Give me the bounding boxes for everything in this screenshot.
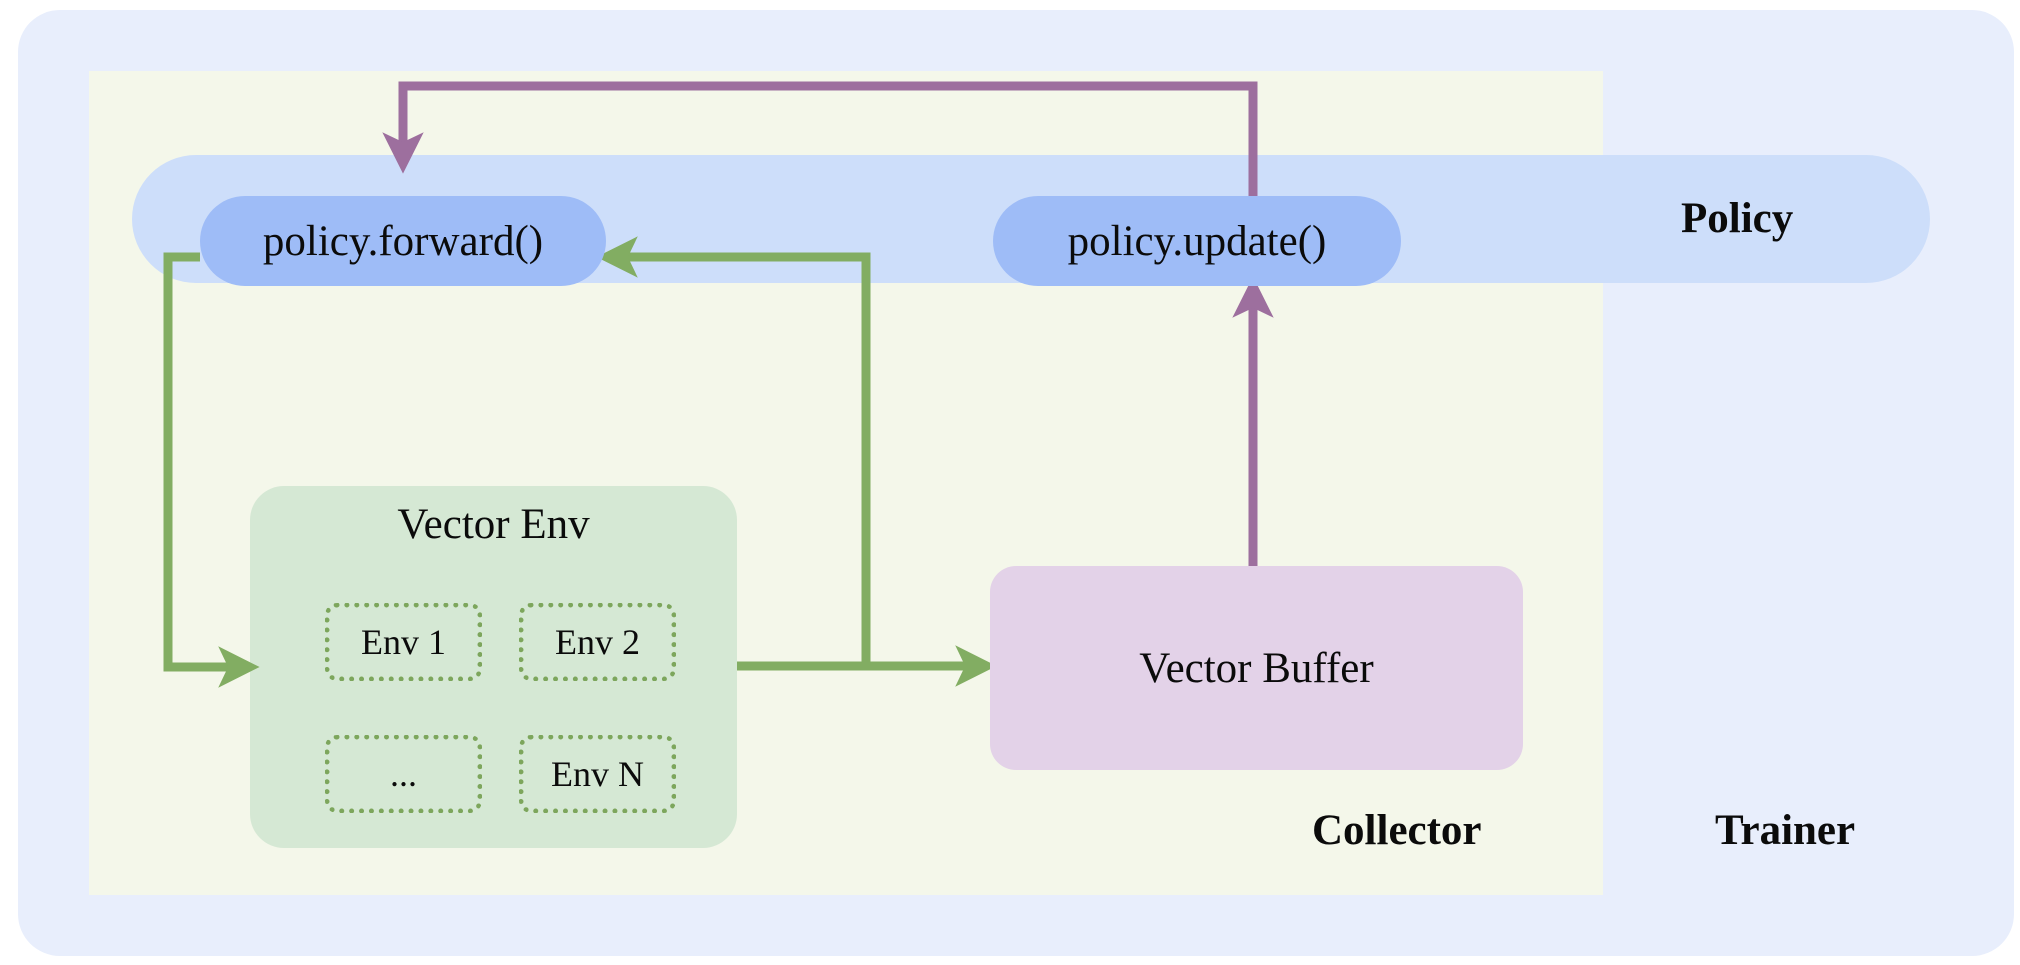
env-box-ellipsis-label: ... xyxy=(390,754,417,794)
env-box-n[interactable]: Env N xyxy=(519,735,676,813)
env-box-2[interactable]: Env 2 xyxy=(519,603,676,681)
env-box-ellipsis[interactable]: ... xyxy=(325,735,482,813)
env-box-1-label: Env 1 xyxy=(361,622,446,662)
collector-panel-title: Collector xyxy=(1312,807,1482,854)
node-policy-update-label: policy.update() xyxy=(1067,217,1327,265)
trainer-panel-title: Trainer xyxy=(1715,807,1856,854)
env-box-1[interactable]: Env 1 xyxy=(325,603,482,681)
node-policy-forward[interactable]: policy.forward() xyxy=(200,196,606,286)
node-vector-buffer[interactable]: Vector Buffer xyxy=(990,566,1523,770)
node-policy-forward-label: policy.forward() xyxy=(262,217,544,265)
env-box-n-label: Env N xyxy=(551,754,644,794)
env-box-2-label: Env 2 xyxy=(555,622,640,662)
node-policy-update[interactable]: policy.update() xyxy=(993,196,1401,286)
policy-panel-title: Policy xyxy=(1681,195,1794,242)
vector-env-title: Vector Env xyxy=(397,501,590,548)
node-vector-buffer-label: Vector Buffer xyxy=(1139,644,1374,692)
